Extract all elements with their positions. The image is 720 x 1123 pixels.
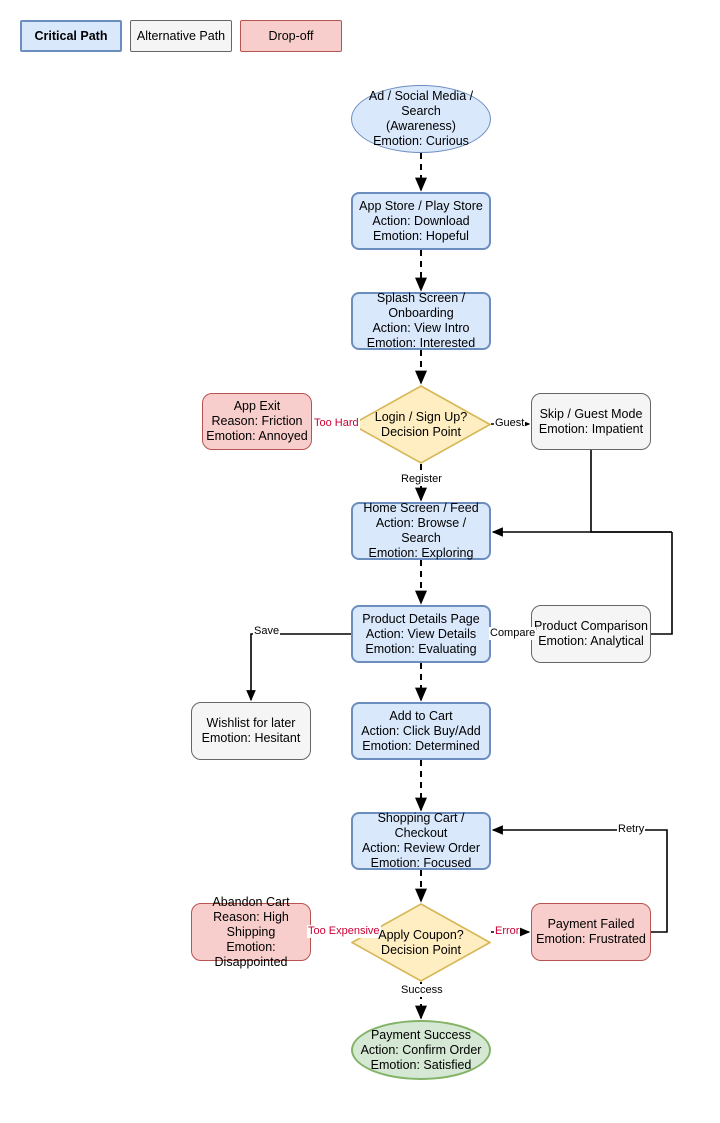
node-awareness-line3: (Awareness) [386,119,456,133]
node-product-comparison-line1: Product Comparison [534,619,648,633]
node-abandon-cart[interactable]: Abandon Cart Reason: High Shipping Emoti… [191,895,311,969]
node-wishlist-line2: Emotion: Hesitant [201,731,301,745]
node-app-store-line2: Action: Download [372,213,470,228]
edge-guest-to-home [590,450,672,533]
node-abandon-cart-line2: Reason: High [213,909,289,924]
node-login-decision[interactable]: Login / Sign Up? Decision Point [351,385,491,464]
node-payment-success[interactable]: Payment Success Action: Confirm Order Em… [351,1020,491,1080]
node-abandon-cart-line4: Emotion: [226,939,276,954]
node-product-details[interactable]: Product Details Page Action: View Detail… [351,605,491,663]
node-product-details-line2: Action: View Details [365,626,477,641]
legend-alternative-path: Alternative Path [130,20,232,52]
node-awareness[interactable]: Ad / Social Media / Search (Awareness) E… [351,85,491,153]
node-splash-line4: Emotion: Interested [366,336,476,350]
node-payment-success-line1: Payment Success [370,1027,472,1042]
node-login-decision-line1: Login / Sign Up? [374,409,468,424]
node-app-store-line1: App Store / Play Store [359,198,483,213]
legend-drop-off: Drop-off [240,20,342,52]
node-home-screen-line3: Emotion: Exploring [368,546,474,560]
legend-critical-path-label: Critical Path [34,29,108,43]
edge-label-retry: Retry [617,823,646,836]
node-awareness-line1: Ad / Social Media / [368,89,474,103]
legend-critical-path: Critical Path [20,20,122,52]
edge-label-too-expensive: Too Expensive [307,925,381,938]
edge-label-compare: Compare [489,627,537,640]
node-abandon-cart-line3: Shipping [226,924,276,939]
node-shopping-cart-line2: Action: Review Order [361,841,481,855]
legend-drop-off-label: Drop-off [268,29,314,43]
legend-alternative-path-label: Alternative Path [136,29,226,43]
node-shopping-cart-line3: Emotion: Focused [370,856,472,870]
node-app-exit-line2: Reason: Friction [211,414,303,428]
node-home-screen-line1: Home Screen / Feed [363,501,479,515]
node-abandon-cart-line1: Abandon Cart [212,894,290,909]
node-app-store-line3: Emotion: Hopeful [373,228,469,243]
edge-label-too-hard: Too Hard [313,417,360,430]
edge-compare-to-home [651,532,673,635]
node-login-decision-line2: Decision Point [381,424,461,439]
node-payment-failed[interactable]: Payment Failed Emotion: Frustrated [531,903,651,961]
node-splash-line2: Onboarding [388,306,454,320]
node-app-store[interactable]: App Store / Play Store Action: Download … [351,192,491,250]
node-product-comparison-line2: Emotion: Analytical [538,634,644,648]
node-wishlist-line1: Wishlist for later [206,716,296,730]
node-splash-line3: Action: View Intro [372,321,470,335]
node-coupon-decision-line2: Decision Point [381,942,461,957]
node-app-exit[interactable]: App Exit Reason: Friction Emotion: Annoy… [202,393,312,450]
node-splash-line1: Splash Screen / [376,291,466,305]
edge-label-save: Save [253,625,281,638]
node-add-to-cart-line3: Emotion: Determined [362,738,480,753]
node-product-details-line1: Product Details Page [362,611,480,626]
node-product-details-line3: Emotion: Evaluating [365,641,477,656]
node-home-screen[interactable]: Home Screen / Feed Action: Browse / Sear… [351,501,491,560]
node-awareness-line4: Emotion: Curious [373,134,469,148]
edge-label-success: Success [400,984,444,997]
node-abandon-cart-line5: Disappointed [214,954,288,969]
node-shopping-cart[interactable]: Shopping Cart / Checkout Action: Review … [351,811,491,870]
edge-label-guest: Guest [494,417,526,430]
node-guest-mode-line2: Emotion: Impatient [538,421,644,436]
edge-label-register: Register [400,473,443,486]
node-add-to-cart[interactable]: Add to Cart Action: Click Buy/Add Emotio… [351,702,491,760]
node-awareness-line2: Search [401,104,441,118]
edge-label-error: Error [494,925,521,938]
node-coupon-decision[interactable]: Apply Coupon? Decision Point [351,903,491,982]
node-product-comparison[interactable]: Product Comparison Emotion: Analytical [531,605,651,663]
node-shopping-cart-line1: Shopping Cart / Checkout [377,811,465,840]
node-payment-failed-line1: Payment Failed [547,917,635,931]
node-app-exit-line3: Emotion: Annoyed [206,429,308,443]
node-add-to-cart-line2: Action: Click Buy/Add [361,723,481,738]
node-coupon-decision-line1: Apply Coupon? [378,927,464,942]
edge-product-to-wishlist [246,633,351,702]
node-add-to-cart-line1: Add to Cart [389,708,453,723]
node-payment-failed-line2: Emotion: Frustrated [536,932,646,946]
login-decision-shape [351,385,491,464]
node-home-screen-line2: Action: Browse / Search [375,516,467,545]
node-wishlist[interactable]: Wishlist for later Emotion: Hesitant [191,702,311,760]
node-payment-success-line3: Emotion: Satisfied [370,1057,472,1072]
node-splash-onboarding[interactable]: Splash Screen / Onboarding Action: View … [351,291,491,350]
node-app-exit-line1: App Exit [233,399,281,413]
node-guest-mode-line1: Skip / Guest Mode [539,406,643,421]
node-payment-success-line2: Action: Confirm Order [360,1042,482,1057]
node-guest-mode[interactable]: Skip / Guest Mode Emotion: Impatient [531,393,651,450]
